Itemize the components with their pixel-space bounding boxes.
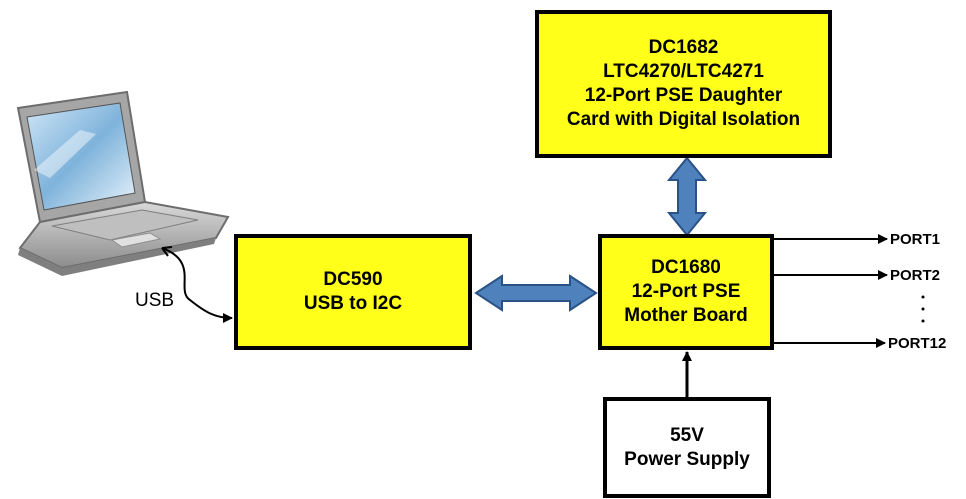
usb-cable <box>161 247 233 323</box>
block-line: 12-Port PSE Daughter <box>584 85 783 106</box>
usb-label: USB <box>135 290 175 311</box>
block-line: USB to I2C <box>303 293 403 314</box>
port1-label: PORT1 <box>890 231 941 248</box>
block-line: 12-Port PSE <box>631 281 741 302</box>
laptop-icon <box>16 90 230 276</box>
block-line: LTC4270/LTC4271 <box>603 61 764 82</box>
block-line: Mother Board <box>624 305 748 326</box>
port-ellipsis-dot <box>921 319 925 323</box>
usb-cable-start-arrow <box>161 246 173 257</box>
block-line: Power Supply <box>624 448 750 470</box>
usb-to-i2c-block: DC590 USB to I2C <box>234 234 472 350</box>
port-ellipsis-dot <box>921 307 925 311</box>
i2c-double-arrow <box>474 274 598 312</box>
port12-label: PORT12 <box>888 335 947 352</box>
block-line: 55V <box>670 424 704 446</box>
block-line: Card with Digital Isolation <box>566 109 801 130</box>
port2-label: PORT2 <box>890 267 941 284</box>
port-ellipsis-dot <box>921 295 925 299</box>
power-supply-block: 55V Power Supply <box>603 397 771 498</box>
block-line: DC1682 <box>648 37 719 58</box>
block-line: DC590 <box>323 269 383 290</box>
mother-board-block: DC1680 12-Port PSE Mother Board <box>598 234 774 350</box>
isolation-double-arrow <box>666 156 708 237</box>
daughter-card-block: DC1682 LTC4270/LTC4271 12-Port PSE Daugh… <box>535 10 832 158</box>
block-line: DC1680 <box>651 257 721 278</box>
